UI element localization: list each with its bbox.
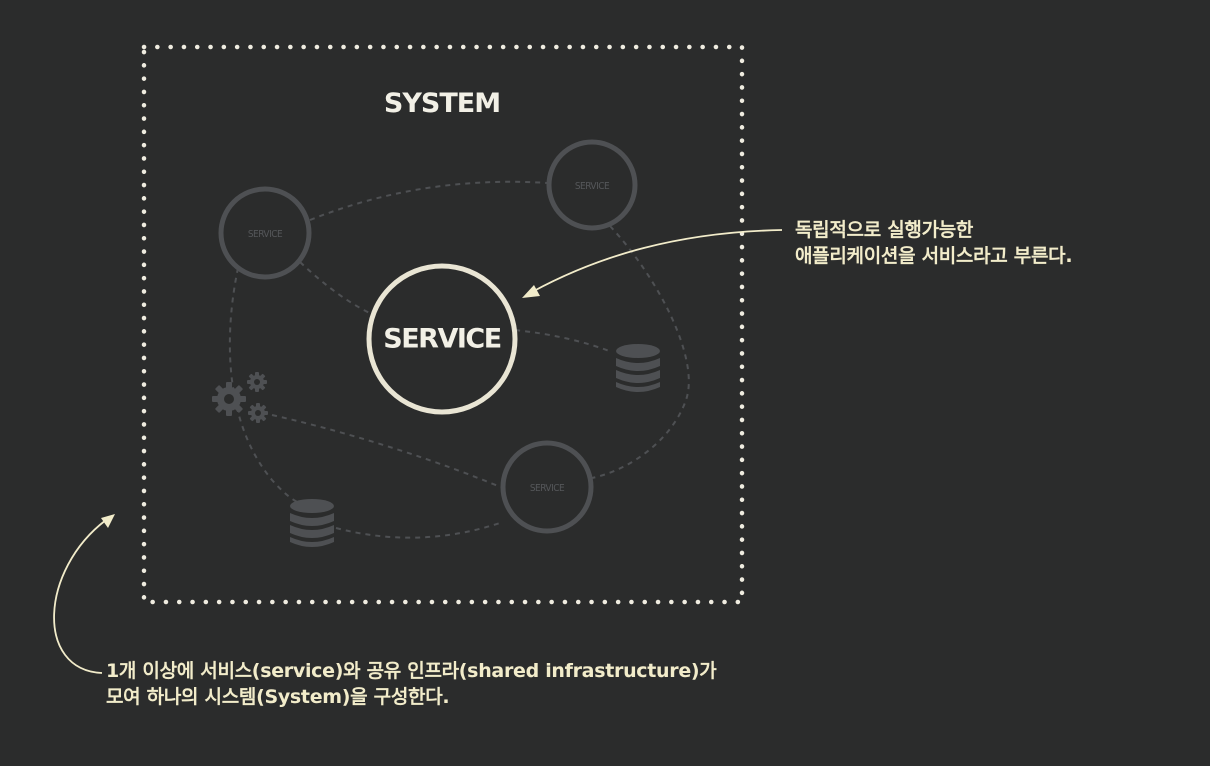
connection-line <box>228 267 301 504</box>
connection-line <box>591 225 690 479</box>
service-node: SERVICE <box>218 186 312 280</box>
main-service-node: SERVICE <box>366 263 518 415</box>
service-node-label: SERVICE <box>575 181 610 192</box>
system-annotation-line1: 1개 이상에 서비스(service)와 공유 인프라(shared infra… <box>106 660 717 682</box>
service-node: SERVICE <box>546 139 638 231</box>
connection-line <box>335 521 504 539</box>
connection-line <box>309 180 549 221</box>
service-arrow <box>522 229 783 298</box>
connection-line <box>271 414 504 489</box>
system-annotation: 1개 이상에 서비스(service)와 공유 인프라(shared infra… <box>106 658 717 710</box>
service-annotation: 독립적으로 실행가능한 애플리케이션을 서비스라고 부른다. <box>795 217 1073 269</box>
connection-lines <box>228 180 690 539</box>
gears-icon <box>212 372 268 423</box>
database-icon <box>290 499 334 547</box>
service-annotation-line2: 애플리케이션을 서비스라고 부른다. <box>795 245 1073 267</box>
database-icon <box>616 344 660 392</box>
service-node: SERVICE <box>500 440 594 534</box>
connection-line <box>299 261 377 317</box>
main-service-label: SERVICE <box>383 324 500 355</box>
service-node-label: SERVICE <box>530 483 565 494</box>
system-arrow <box>53 514 115 674</box>
service-annotation-line1: 독립적으로 실행가능한 <box>795 219 974 241</box>
service-node-label: SERVICE <box>248 229 283 240</box>
system-annotation-line2: 모여 하나의 시스템(System)을 구성한다. <box>106 686 450 708</box>
connection-line <box>514 329 613 353</box>
system-boundary <box>141 44 745 605</box>
system-title: SYSTEM <box>384 88 500 119</box>
